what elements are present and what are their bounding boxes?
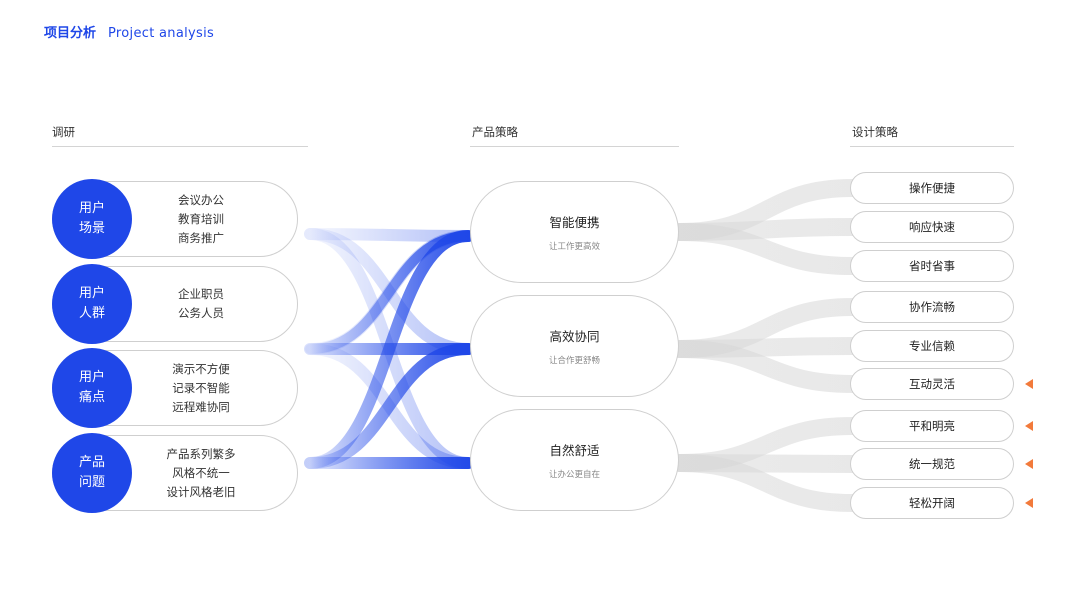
research-label-user-group: 用户 人群	[52, 264, 132, 344]
research-item: 设计风格老旧	[166, 484, 236, 499]
research-item: 教育培训	[178, 211, 224, 226]
research-item: 产品系列繁多	[166, 446, 236, 461]
strategy-subtitle: 让办公更自在	[548, 470, 600, 480]
column-rule-design-strategy	[850, 146, 1014, 147]
design-item-smooth-collaboration: 协作流畅	[850, 291, 1014, 323]
flow-connector-gray	[671, 454, 861, 512]
research-label-pain-points: 用户 痛点	[52, 348, 132, 428]
research-items-user-scenario: 会议办公 教育培训 商务推广	[132, 181, 270, 257]
research-item: 商务推广	[178, 230, 224, 245]
design-item-flexible-interaction: 互动灵活	[850, 368, 1014, 400]
flow-connector-gray	[671, 340, 861, 393]
research-label-line: 场景	[78, 221, 105, 236]
research-item: 演示不方便	[172, 361, 230, 376]
design-item-professional-trust: 专业信赖	[850, 330, 1014, 362]
research-item: 公务人员	[178, 306, 224, 320]
design-item-time-saving: 省时省事	[850, 250, 1014, 282]
column-title-product-strategy: 产品策略	[472, 125, 518, 139]
design-item-relaxed-open: 轻松开阔	[850, 487, 1014, 519]
research-label-line: 产品	[78, 455, 105, 470]
design-item-calm-bright: 平和明亮	[850, 410, 1014, 442]
research-label-line: 问题	[78, 475, 105, 490]
research-label-product-issues: 产品 问题	[52, 433, 132, 513]
research-item: 企业职员	[178, 287, 224, 301]
page-title-en: Project analysis	[108, 26, 215, 41]
strategy-title: 高效协同	[549, 329, 600, 344]
design-item-fast-response: 响应快速	[850, 211, 1014, 243]
flow-connector-gray	[671, 223, 861, 275]
research-label-line: 用户	[78, 286, 105, 301]
page-title-cn: 项目分析	[44, 26, 97, 41]
research-label-user-scenario: 用户 场景	[52, 179, 132, 259]
strategy-subtitle: 让合作更舒畅	[548, 356, 600, 366]
strategy-efficient-collaboration: 高效协同 让合作更舒畅	[470, 295, 679, 397]
design-item-unified-standard: 统一规范	[850, 448, 1014, 480]
research-label-line: 用户	[78, 370, 105, 385]
research-label-line: 痛点	[78, 390, 105, 405]
research-item: 风格不统一	[172, 465, 230, 480]
strategy-title: 自然舒适	[549, 443, 600, 458]
research-items-user-group: 企业职员 公务人员	[132, 266, 270, 342]
strategy-title: 智能便携	[549, 215, 600, 230]
marker-arrow-icon	[1025, 421, 1033, 431]
marker-arrow-icon	[1025, 459, 1033, 469]
research-item: 远程难协同	[172, 399, 230, 414]
research-label-line: 用户	[78, 201, 105, 216]
marker-arrow-icon	[1025, 379, 1033, 389]
research-items-pain-points: 演示不方便 记录不智能 远程难协同	[132, 350, 270, 426]
column-title-research: 调研	[52, 125, 75, 139]
design-item-easy-operation: 操作便捷	[850, 172, 1014, 204]
research-label-line: 人群	[78, 306, 105, 321]
column-rule-research	[52, 146, 308, 147]
research-item: 记录不智能	[172, 380, 230, 395]
strategy-natural-comfort: 自然舒适 让办公更自在	[470, 409, 679, 511]
strategy-subtitle: 让工作更高效	[548, 242, 600, 252]
page-header: 项目分析 Project analysis	[44, 22, 214, 41]
research-item: 会议办公	[178, 192, 224, 207]
strategy-smart-portable: 智能便携 让工作更高效	[470, 181, 679, 283]
marker-arrow-icon	[1025, 498, 1033, 508]
column-title-design-strategy: 设计策略	[852, 125, 898, 139]
research-items-product-issues: 产品系列繁多 风格不统一 设计风格老旧	[132, 435, 270, 511]
column-rule-product-strategy	[470, 146, 679, 147]
